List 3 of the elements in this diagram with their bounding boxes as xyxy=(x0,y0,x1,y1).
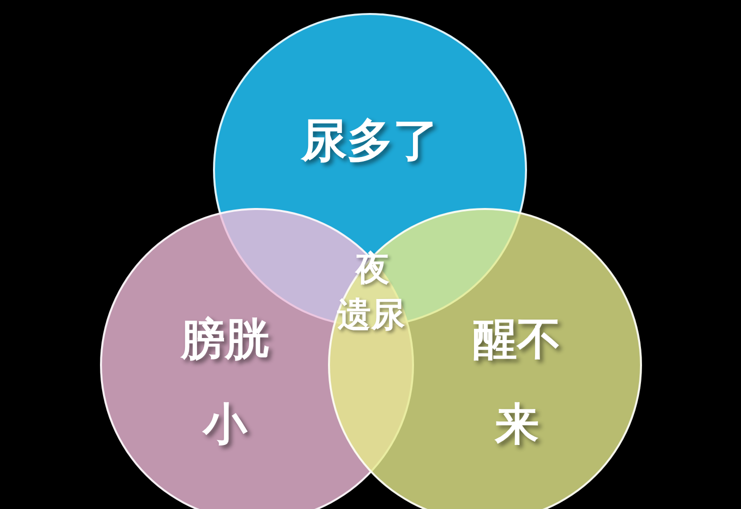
circle-label: 尿多了 xyxy=(300,112,440,169)
circle-label: 醒不来 xyxy=(472,313,562,452)
circle-label: 膀胱小 xyxy=(179,313,270,452)
